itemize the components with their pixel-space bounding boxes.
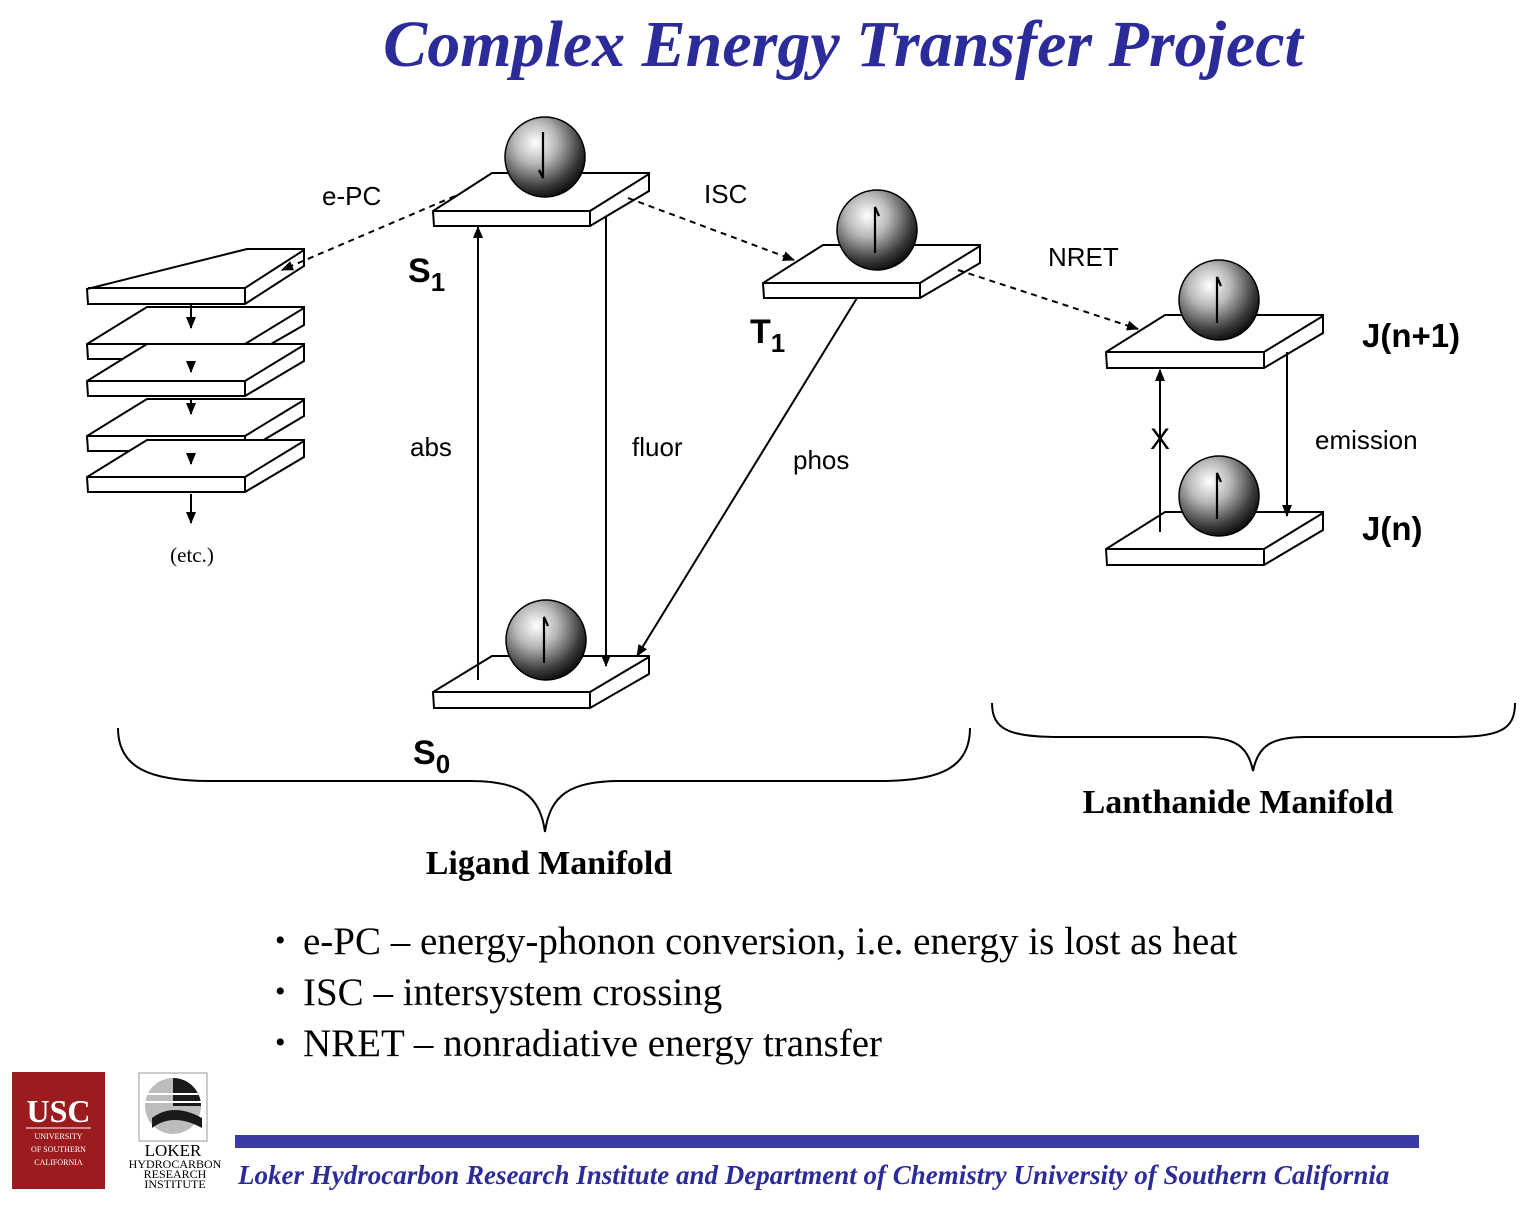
phos-arrow [636,297,858,657]
phonon-level-plate-4 [85,398,305,452]
svg-text:UNIVERSITY: UNIVERSITY [35,1132,83,1141]
footer-text: Loker Hydrocarbon Research Institute and… [238,1160,1390,1190]
definition-item-isc: ISC – intersystem crossing [275,967,1237,1018]
definition-list: e-PC – energy-phonon conversion, i.e. en… [275,916,1237,1069]
emission-label: emission [1315,425,1418,455]
transition-arrows [281,195,1292,680]
isc-label: ISC [704,179,747,209]
epc-label: e-PC [322,181,381,211]
j-lower-electron-sphere [1178,455,1260,537]
svg-text:RESEARCH: RESEARCH [144,1167,207,1181]
electron-spheres [504,116,1260,681]
nret-label: NRET [1048,242,1119,272]
t1-label: T1 [750,313,785,358]
loker-logo: LOKER HYDROCARBON RESEARCH INSTITUTE [129,1072,222,1191]
svg-text:HYDROCARBON: HYDROCARBON [129,1157,222,1171]
s0-label: S0 [413,734,450,779]
j-lower-label: J(n) [1362,510,1423,547]
s0-level-plate [431,655,650,709]
j-upper-electron-sphere [1178,259,1260,341]
fluor-label: fluor [632,432,683,462]
svg-text:LOKER: LOKER [145,1141,202,1160]
s1-electron-sphere [504,116,586,198]
j-upper-level-plate [1104,314,1324,369]
svg-text:INSTITUTE: INSTITUTE [144,1177,205,1191]
svg-text:CALIFORNIA: CALIFORNIA [34,1158,83,1167]
s1-level-plate [431,172,650,227]
ligand-manifold-label: Ligand Manifold [426,845,673,882]
lanthanide-manifold-brace [991,702,1516,772]
nret-arrow [957,269,1139,331]
footer-rule [235,1135,1419,1148]
phonon-level-plate-5 [85,439,305,493]
etc-label: (etc.) [170,543,214,567]
isc-arrow [627,197,795,261]
definition-item-nret: NRET – nonradiative energy transfer [275,1018,1237,1069]
ligand-manifold-brace [117,727,971,833]
abs-label: abs [410,432,452,462]
lanthanide-manifold-label: Lanthanide Manifold [1083,784,1394,821]
definition-item-epc: e-PC – energy-phonon conversion, i.e. en… [275,916,1237,967]
t1-electron-sphere [836,189,918,271]
svg-text:OF SOUTHERN: OF SOUTHERN [31,1145,86,1154]
j-upper-label: J(n+1) [1362,317,1460,354]
phonon-level-stack [85,248,305,493]
page-title: Complex Energy Transfer Project [383,8,1304,81]
usc-logo: USC UNIVERSITY OF SOUTHERN CALIFORNIA [12,1072,105,1189]
epc-arrow [281,195,456,271]
svg-text:USC: USC [26,1093,90,1129]
s1-label: S1 [408,252,445,297]
phonon-level-plate-1 [85,248,305,305]
phos-label: phos [793,445,849,475]
blocked-mark: X [1150,423,1170,456]
s0-electron-sphere [505,599,587,681]
t1-level-plate [761,244,981,299]
